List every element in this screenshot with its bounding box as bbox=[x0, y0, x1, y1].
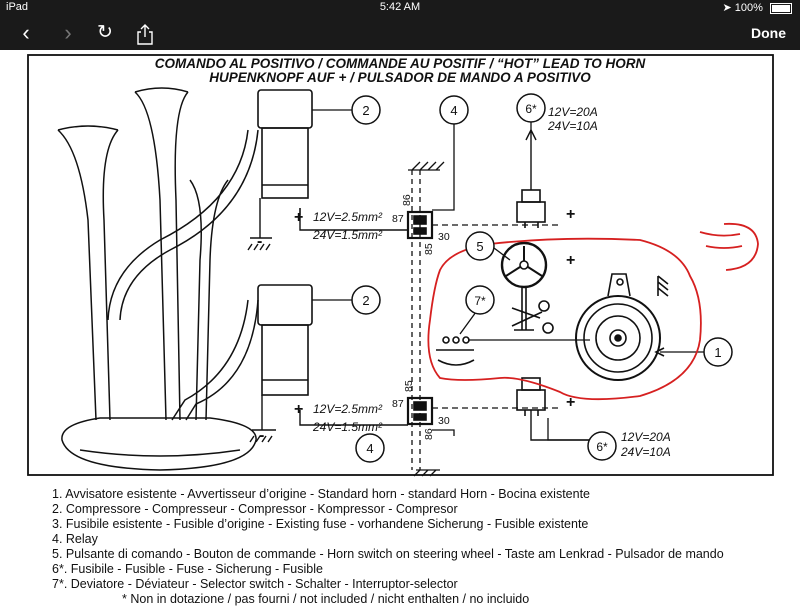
forward-arrow-icon[interactable]: › bbox=[64, 20, 72, 45]
legend-item: 3. Fusibile esistente - Fusible d’origin… bbox=[52, 517, 589, 531]
selector-switch bbox=[436, 336, 590, 366]
diagram-title-line1: COMANDO AL POSITIVO / COMMANDE AU POSITI… bbox=[155, 56, 646, 71]
fuse-top bbox=[516, 128, 546, 228]
fuse-spec-12v: 12V=20A bbox=[621, 430, 671, 444]
ground-symbols bbox=[247, 198, 276, 443]
document-page: COMANDO AL POSITIVO / COMMANDE AU POSITI… bbox=[0, 50, 800, 606]
plus-mark: + bbox=[566, 252, 575, 269]
red-hand-annotation bbox=[427, 222, 759, 401]
callout-label: 2 bbox=[362, 293, 369, 308]
plus-mark: + bbox=[294, 209, 303, 226]
callout-circle bbox=[516, 93, 546, 123]
share-icon[interactable] bbox=[132, 16, 158, 50]
battery-icon bbox=[770, 2, 792, 14]
relay-pin-label: 85 bbox=[423, 243, 435, 255]
callout-label: 5 bbox=[476, 239, 483, 254]
legend-item: 5. Pulsante di comando - Bouton de comma… bbox=[52, 547, 724, 561]
browser-toolbar: ‹ › ↻ Done bbox=[0, 16, 800, 50]
callout-label: 4 bbox=[450, 103, 457, 118]
steering-wheel bbox=[500, 241, 548, 331]
fuse-spec-24v: 24V=10A bbox=[547, 119, 598, 133]
plus-mark: + bbox=[566, 206, 575, 223]
callout-circle bbox=[465, 231, 495, 261]
reload-icon[interactable]: ↻ bbox=[97, 22, 113, 43]
relay-pin-label: 30 bbox=[438, 415, 450, 427]
relay-bottom bbox=[406, 396, 434, 426]
battery-percent: 100% bbox=[734, 2, 763, 14]
relay-pin-label: 85 bbox=[403, 380, 415, 392]
diagram-frame bbox=[27, 54, 774, 476]
wire-spec-12v: 12V=2.5mm² bbox=[313, 210, 383, 224]
legend-item: 7*. Deviatore - Déviateur - Selector swi… bbox=[52, 577, 458, 591]
legend: 1. Avvisatore esistente - Avvertisseur d… bbox=[52, 487, 792, 607]
callout-label: 6* bbox=[525, 102, 537, 116]
minus-mark: - bbox=[259, 427, 264, 444]
callout-label: 2 bbox=[362, 103, 369, 118]
fuse-bottom bbox=[516, 377, 590, 441]
relay-pin-label: 30 bbox=[438, 231, 450, 243]
wiring-diagram: COMANDO AL POSITIVO / COMMANDE AU POSITI… bbox=[27, 54, 774, 477]
legend-item: 2. Compressore - Compresseur - Compresso… bbox=[52, 502, 458, 516]
back-arrow-icon[interactable]: ‹ bbox=[22, 20, 30, 45]
plus-mark: + bbox=[566, 394, 575, 411]
callout-circle bbox=[351, 95, 381, 125]
callout-circle bbox=[351, 285, 381, 315]
wire-spec-24v: 24V=1.5mm² bbox=[312, 228, 383, 242]
done-button[interactable]: Done bbox=[751, 25, 786, 41]
callout-label: 7* bbox=[474, 294, 486, 308]
existing-horn bbox=[575, 273, 706, 381]
callout-circle bbox=[465, 285, 495, 315]
air-horn-trumpets bbox=[57, 87, 259, 471]
callout-label: 4 bbox=[366, 441, 373, 456]
device-label: iPad bbox=[6, 1, 29, 13]
relay-pin-label: 86 bbox=[401, 194, 413, 206]
callout-circle bbox=[703, 337, 733, 367]
relay-pin-label: 87 bbox=[392, 213, 404, 225]
wire-spec-12v: 12V=2.5mm² bbox=[313, 402, 383, 416]
relay-pin-label: 87 bbox=[392, 398, 404, 410]
plus-mark: + bbox=[294, 401, 303, 418]
compressor-bottom bbox=[257, 284, 313, 396]
minus-mark: - bbox=[257, 233, 262, 250]
legend-item: 6*. Fusibile - Fusible - Fuse - Sicherun… bbox=[52, 562, 323, 576]
callout-label: 1 bbox=[714, 345, 721, 360]
legend-item: 1. Avvisatore esistente - Avvertisseur d… bbox=[52, 487, 591, 501]
diagram-title-line2: HUPENKNOPF AUF + / PULSADOR DE MANDO A P… bbox=[209, 70, 591, 85]
fuse-spec-24v: 24V=10A bbox=[620, 445, 671, 459]
relay-pin-label: 86 bbox=[423, 428, 435, 440]
callout-label: 6* bbox=[596, 440, 608, 454]
callout-circle bbox=[587, 431, 617, 461]
status-bar: iPad 5:42 AM ➤ 100% bbox=[0, 0, 800, 16]
callout-circle bbox=[439, 95, 469, 125]
compressor-top bbox=[257, 89, 313, 215]
location-icon: ➤ bbox=[722, 2, 732, 14]
battery-status: ➤ 100% bbox=[723, 1, 792, 14]
fuse-spec-12v: 12V=20A bbox=[548, 105, 598, 119]
legend-item: 4. Relay bbox=[52, 532, 98, 546]
wire-spec-24v: 24V=1.5mm² bbox=[312, 420, 383, 434]
status-time: 5:42 AM bbox=[379, 1, 421, 13]
scissors-cut-mark bbox=[511, 300, 554, 334]
callout-circle bbox=[355, 433, 385, 463]
